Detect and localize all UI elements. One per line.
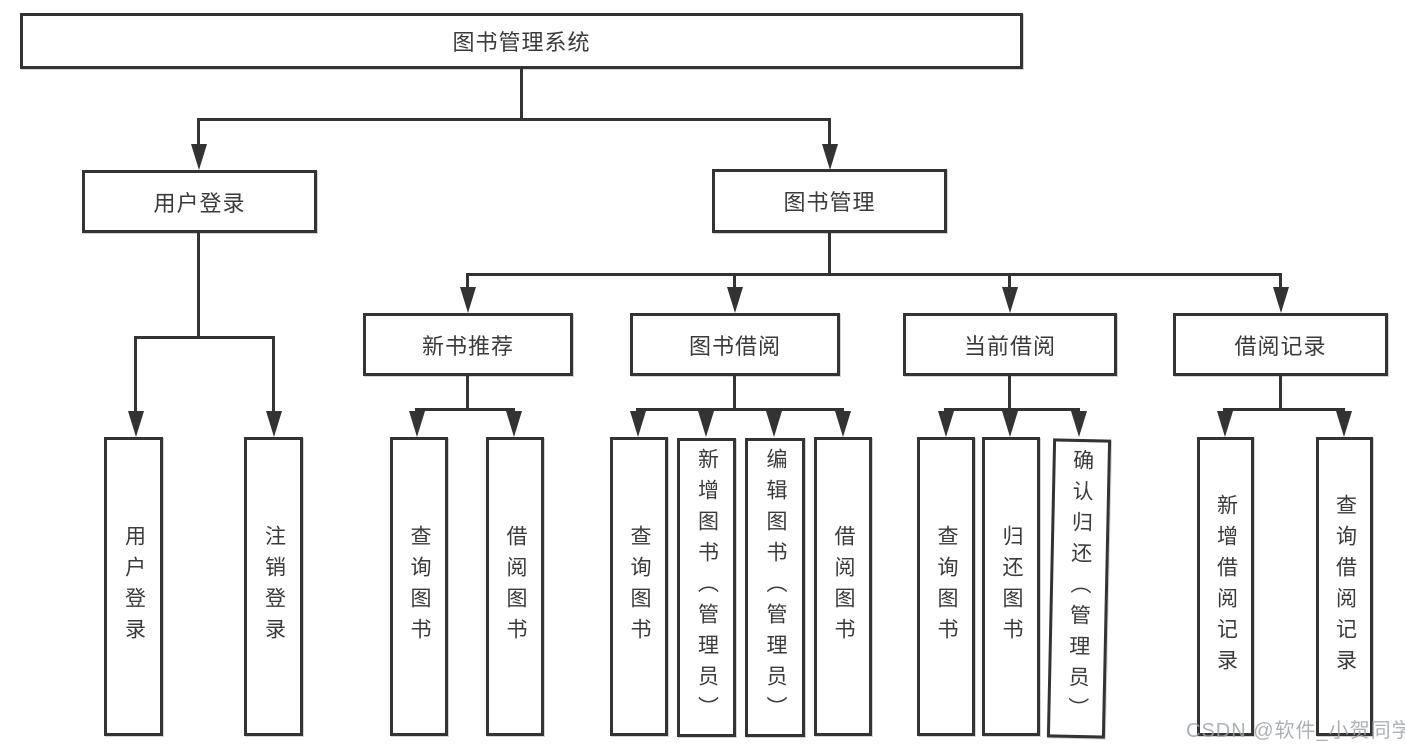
arrow-down-icon [835,411,851,437]
leaf-borrow-books-newrec: 借阅图书 [486,437,544,736]
arrow-down-icon [506,411,522,437]
leaf-query-books-current: 查询图书 [917,437,975,736]
connector-hline [636,408,844,411]
arrow-down-icon [460,287,476,313]
leaf-borrow-books-borrow: 借阅图书 [814,437,872,736]
leaf-query-books-label: 查询图书 [408,524,431,649]
arrow-down-icon [1071,411,1087,437]
connector-stub [1279,273,1282,295]
connector-stub [272,336,275,421]
connector-vline [466,376,469,410]
connector-stub-user-login [197,118,200,158]
node-user-login: 用户登录 [82,170,317,233]
leaf-query-books-borrow: 查询图书 [610,437,668,736]
connector-root-hline [197,118,831,121]
connector-hline [415,408,515,411]
arrow-down-icon [630,411,646,437]
arrow-down-icon [938,411,954,437]
leaf-edit-books-label: 编辑图书（管理员） [764,448,787,727]
connector-userlogin-hline [134,336,275,339]
node-book-mgmt-label: 图书管理 [783,190,876,215]
connector-stub [733,273,736,295]
leaf-borrow-books-label: 借阅图书 [504,524,527,649]
leaf-add-borrow-record: 新增借阅记录 [1197,437,1254,736]
leaf-user-login: 用户登录 [104,437,163,736]
leaf-add-books-admin: 新增图书（管理员） [677,438,736,737]
node-user-login-label: 用户登录 [153,190,246,216]
arrow-down-icon [409,411,425,437]
node-borrow-records-label: 借阅记录 [1234,333,1327,359]
leaf-query-borrow-record: 查询借阅记录 [1316,437,1373,736]
arrow-down-icon [1217,411,1233,437]
leaf-return-books: 归还图书 [982,437,1040,736]
connector-stub-book-mgmt [828,118,831,158]
node-new-book-rec: 新书推荐 [363,313,573,376]
arrow-down-icon [766,411,782,437]
connector-stub [134,336,137,421]
leaf-return-books-label: 归还图书 [1000,524,1023,649]
leaf-query-borrow-record-label: 查询借阅记录 [1333,493,1357,680]
node-root-label: 图书管理系统 [452,30,591,55]
node-book-borrow: 图书借阅 [630,313,840,376]
leaf-confirm-return-admin: 确认归还（管理员） [1046,438,1112,739]
arrow-down-icon [727,287,743,313]
leaf-query-books-label: 查询图书 [628,524,651,649]
connector-hline [944,408,1080,411]
leaf-add-borrow-record-label: 新增借阅记录 [1214,493,1238,680]
connector-vline [1008,376,1011,410]
node-current-borrow: 当前借阅 [903,313,1117,376]
connector-vline [1279,376,1282,410]
arrow-down-icon [1273,287,1289,313]
arrow-down-icon [266,411,282,437]
node-current-borrow-label: 当前借阅 [963,333,1056,359]
node-book-borrow-label: 图书借阅 [688,333,781,359]
leaf-logout: 注销登录 [244,437,303,736]
node-book-mgmt: 图书管理 [712,169,947,233]
leaf-borrow-books-label: 借阅图书 [832,524,855,649]
arrow-down-icon [698,411,714,437]
leaf-add-books-label: 新增图书（管理员） [695,448,719,727]
leaf-logout-label: 注销登录 [262,524,286,649]
node-borrow-records: 借阅记录 [1173,313,1388,376]
arrow-down-icon [128,411,144,437]
leaf-query-books-label: 查询图书 [935,524,958,649]
connector-userlogin-vline [197,233,200,339]
leaf-edit-books-admin: 编辑图书（管理员） [745,438,805,737]
connector-root-vline [520,69,523,121]
connector-vline [733,376,736,410]
connector-stub [466,273,469,295]
arrow-down-icon [1336,411,1352,437]
arrow-down-icon [1002,411,1018,437]
connector-stub [1008,273,1011,295]
node-new-book-rec-label: 新书推荐 [421,333,514,359]
leaf-query-books-newrec: 查询图书 [390,437,448,736]
connector-bookmgmt-hline [466,273,1282,276]
node-root: 图书管理系统 [20,13,1023,69]
arrow-down-icon [1002,287,1018,313]
leaf-user-login-label: 用户登录 [122,524,146,649]
connector-hline [1223,408,1344,411]
arrow-down-icon [822,144,838,170]
arrow-down-icon [191,144,207,170]
connector-bookmgmt-vline [828,233,831,276]
csdn-watermark: CSDN @软件_小贺同学 [1186,720,1405,742]
leaf-confirm-return-label: 确认归还（管理员） [1065,448,1094,729]
